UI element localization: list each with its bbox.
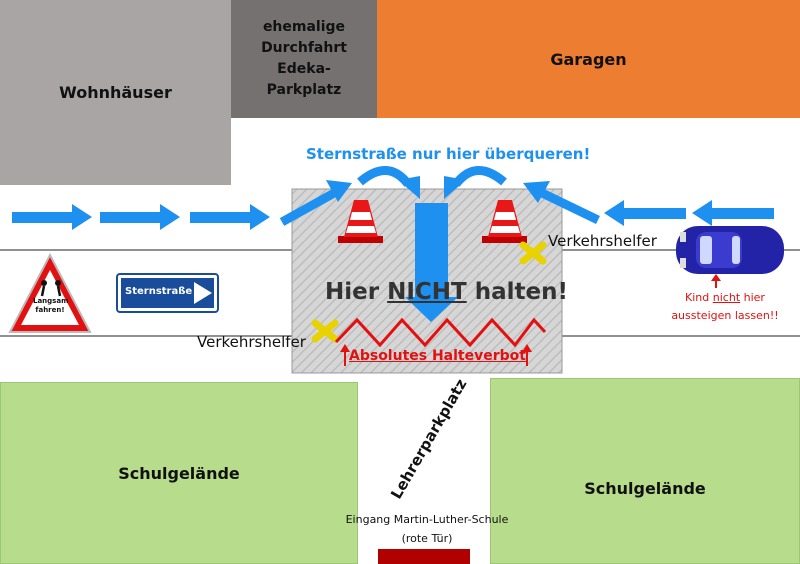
garages-label: Garagen [550,49,627,69]
school-entrance-label: Eingang Martin-Luther-Schule (rote Tür) [332,510,522,548]
no-stopping-emphasis: NICHT [387,279,467,305]
children-warning-sign-icon [8,252,92,333]
zigzag-no-stopping-line [334,317,547,348]
school-entrance-line2: (rote Tür) [401,532,453,545]
car-note-line2: aussteigen lassen!! [671,309,779,322]
lane-arrow-right-3 [190,204,270,230]
car-note-line1: Kind nicht hier [660,289,790,307]
traffic-cone-right-icon [482,200,527,243]
former-passage-block: ehemalige Durchfahrt Edeka-Parkplatz [231,0,377,118]
car-note-up-arrow-icon [711,274,721,288]
up-arrow-small-icon [340,344,350,366]
residential-label: Wohnhäuser [59,83,172,102]
crossing-guard-label-top: Verkehrshelfer [548,232,657,250]
crossing-guard-marker-top-icon [519,241,547,265]
warning-sign-text-line2: fahren! [35,306,65,314]
no-stopping-headline: Hier NICHT halten! [325,279,568,305]
car-note-emphasis: nicht [712,291,741,304]
crossing-guard-label-bottom: Verkehrshelfer [197,333,306,351]
lane-arrow-right-2 [100,204,180,230]
school-grounds-left-label: Schulgelände [118,463,240,483]
car-note-text: Kind nicht hier aussteigen lassen!! [660,289,790,325]
car-note-prefix: Kind [685,291,713,304]
lane-arrow-left-2 [604,200,686,226]
diagonal-arrow-right [523,181,600,225]
school-entrance-door [378,549,470,564]
one-way-street-sign-icon [116,273,219,313]
crossing-instruction-label: Sternstraße nur hier überqueren! [306,145,591,163]
street-name-sign-label: Sternstraße [125,286,193,297]
school-grounds-right-label: Schulgelände [584,478,706,498]
absolute-no-stopping-label: Absolutes Halteverbot [349,348,526,364]
former-passage-label: ehemalige Durchfahrt Edeka-Parkplatz [261,19,347,98]
car-note-suffix: hier [740,291,765,304]
warning-sign-text-line1: Langsam [33,297,69,305]
crossing-down-arrow [405,203,458,322]
curved-arrow-right [444,166,507,199]
lane-arrow-left-1 [692,200,774,226]
residential-block: Wohnhäuser [0,0,231,185]
traffic-cone-left-icon [338,200,383,243]
no-stopping-suffix: halten! [466,279,568,305]
curved-arrow-left [357,166,420,199]
up-arrow-small-right-icon [522,344,532,366]
car-icon [676,226,784,274]
garages-block: Garagen [377,0,800,118]
lane-arrow-right-1 [12,204,92,230]
school-entrance-line1: Eingang Martin-Luther-Schule [345,513,509,526]
no-stopping-prefix: Hier [325,279,388,305]
crossing-guard-marker-bottom-icon [311,319,339,343]
warning-sign-text: Langsam fahren! [33,297,69,315]
diagonal-arrow-left [279,180,352,226]
